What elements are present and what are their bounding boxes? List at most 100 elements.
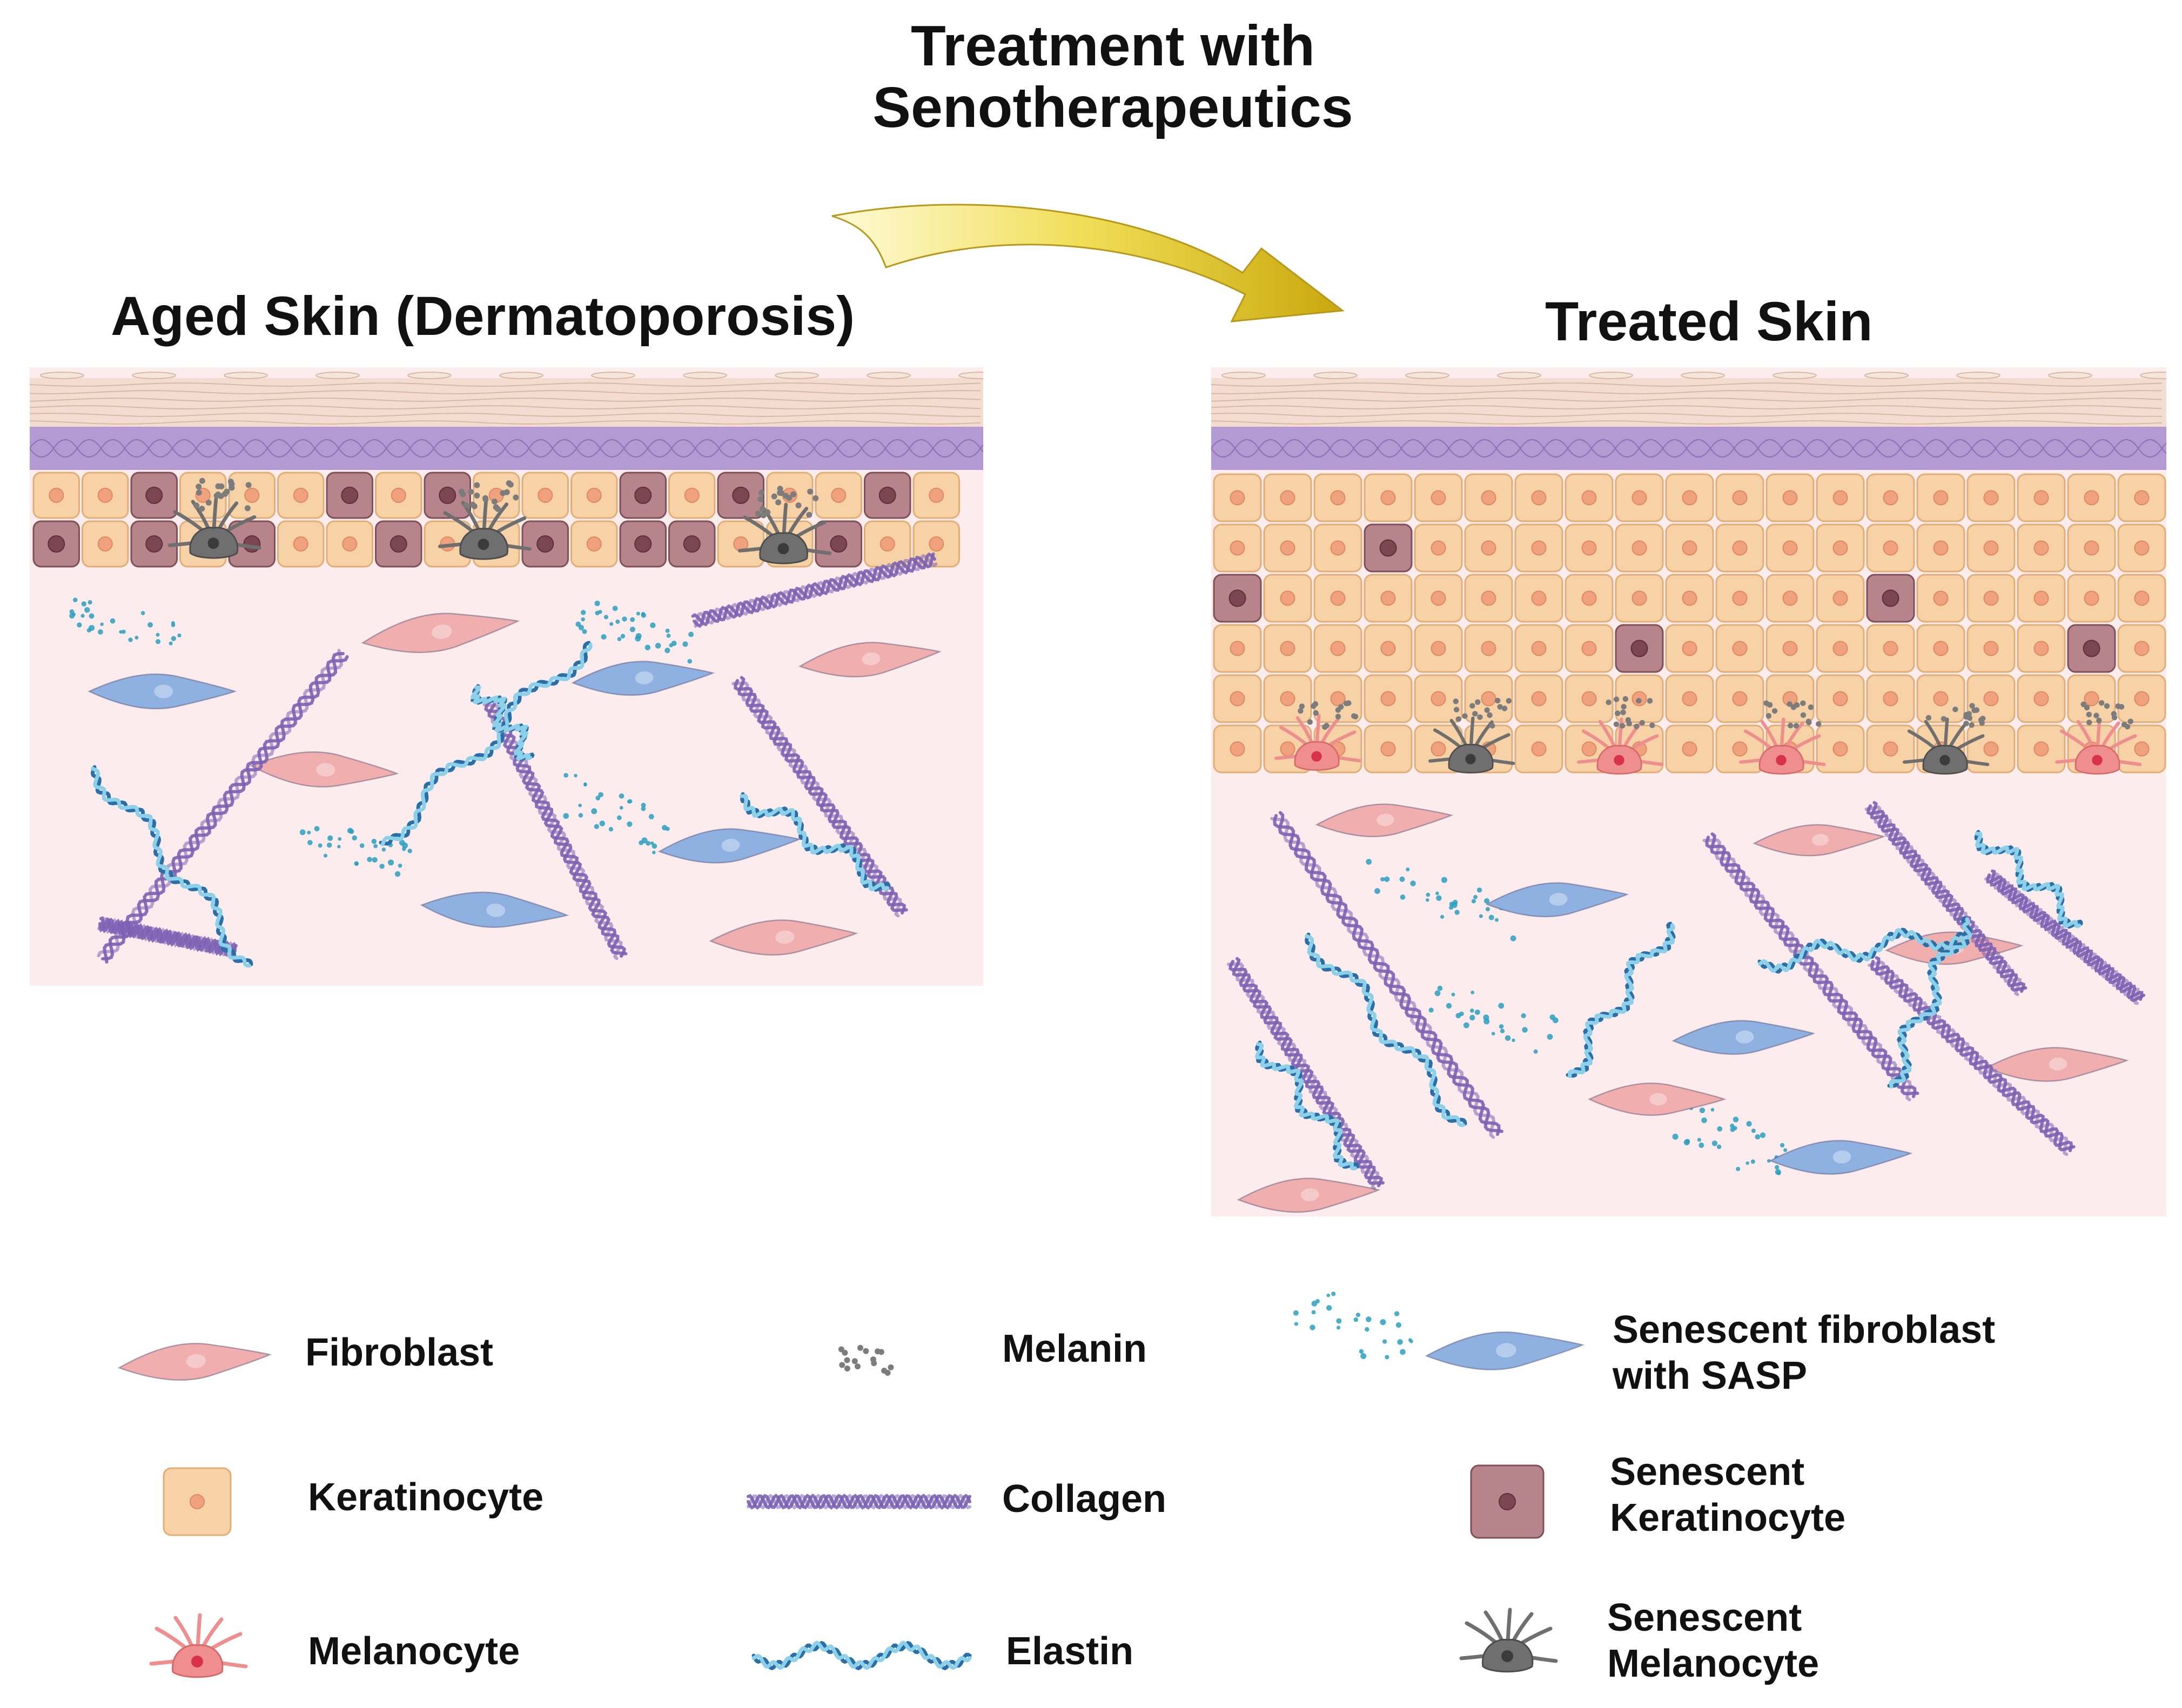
- keratinocyte: [1966, 624, 2016, 673]
- collagen-fiber: [97, 649, 349, 964]
- keratinocyte: [1715, 624, 1764, 673]
- treatment-title: Treatment with Senotherapeutics: [843, 15, 1383, 139]
- elastin-fiber: [471, 684, 535, 761]
- keratinocyte: [1665, 674, 1714, 723]
- senescent-fibroblast: [420, 891, 569, 928]
- legend-elastin-label: Elastin: [1006, 1630, 1134, 1673]
- legend-melanin-label: Melanin: [1002, 1327, 1147, 1370]
- keratinocyte: [1464, 624, 1513, 673]
- keratinocyte: [2117, 473, 2166, 522]
- keratinocyte-legend-icon: [163, 1467, 232, 1536]
- elastin-fiber: [1887, 916, 1972, 1089]
- treatment-title-line1: Treatment with: [910, 14, 1315, 78]
- keratinocyte: [1263, 523, 1312, 573]
- collagen-fiber: [731, 676, 908, 918]
- keratinocyte: [1565, 674, 1614, 723]
- fibroblast: [709, 919, 858, 956]
- sasp-dots: [299, 826, 412, 877]
- senescent-fibroblast-icon: [1425, 1331, 1585, 1370]
- keratinocyte: [815, 472, 862, 519]
- elastin-fiber: [1974, 830, 2083, 929]
- melanocyte-legend-icon: [149, 1613, 248, 1678]
- keratinocyte: [864, 520, 911, 568]
- keratinocyte: [1765, 674, 1815, 723]
- keratinocyte: [1364, 624, 1413, 673]
- keratinocyte-icon: [163, 1467, 232, 1536]
- collagen-fiber: [691, 552, 938, 628]
- senescent-melanocyte: [737, 502, 831, 564]
- keratinocyte: [2067, 574, 2116, 623]
- melanocyte-icon: [149, 1613, 248, 1678]
- treated-skin-panel: [1211, 367, 2166, 1216]
- treatment-arrow: [831, 204, 1345, 322]
- sasp-dots: [1428, 985, 1559, 1054]
- keratinocyte: [1866, 624, 1915, 673]
- keratinocyte: [1816, 473, 1865, 522]
- senescent-keratinocyte: [424, 472, 471, 519]
- senescent-keratinocyte: [815, 520, 862, 568]
- keratinocyte: [2017, 724, 2066, 774]
- keratinocyte: [2117, 674, 2166, 723]
- keratinocyte: [1866, 523, 1915, 573]
- collagen-fiber: [482, 698, 628, 960]
- melanin-granules: [1453, 697, 1512, 729]
- keratinocyte: [1565, 473, 1614, 522]
- keratinocyte: [1916, 523, 1965, 573]
- keratinocyte: [1213, 523, 1262, 573]
- keratinocyte: [1715, 574, 1764, 623]
- elastin-legend-icon: [751, 1640, 972, 1671]
- keratinocyte: [1313, 574, 1362, 623]
- keratinocyte: [1364, 724, 1413, 774]
- senescent-melanocyte: [1428, 716, 1515, 774]
- keratinocyte: [1715, 674, 1764, 723]
- senescent-keratinocyte: [668, 520, 716, 568]
- senescent-keratinocyte: [1615, 624, 1664, 673]
- senescent-keratinocyte-legend-icon: [1470, 1464, 1545, 1539]
- keratinocyte: [1816, 624, 1865, 673]
- collagen-icon: [747, 1494, 971, 1510]
- legend-senescent-fibroblast-label: Senescent fibroblast with SASP: [1613, 1307, 1995, 1399]
- keratinocyte: [570, 520, 618, 568]
- keratinocyte: [1916, 674, 1965, 723]
- keratinocyte: [1364, 473, 1413, 522]
- senescent-fibroblast: [88, 673, 237, 710]
- keratinocyte: [32, 472, 80, 519]
- legend-senescent-melanocyte-label: Senescent Melanocyte: [1607, 1595, 1819, 1687]
- fibroblast: [1753, 824, 1886, 857]
- elastin-icon: [751, 1640, 972, 1671]
- senescent-keratinocyte: [521, 520, 569, 568]
- senescent-keratinocyte: [130, 472, 178, 519]
- keratinocyte: [1615, 473, 1664, 522]
- collagen-legend-icon: [747, 1494, 971, 1510]
- keratinocyte: [1565, 523, 1614, 573]
- melanocyte: [1577, 717, 1664, 775]
- keratinocyte: [1866, 724, 1915, 774]
- fibroblast-legend-icon: [117, 1342, 272, 1381]
- keratinocyte: [2067, 523, 2116, 573]
- melanin-granules: [755, 486, 819, 519]
- keratinocyte: [2017, 473, 2066, 522]
- senescent-keratinocyte: [1866, 574, 1915, 623]
- keratinocyte: [228, 472, 276, 519]
- keratinocyte: [1414, 674, 1463, 723]
- granular-layer: [30, 427, 983, 470]
- keratinocyte: [1715, 724, 1764, 774]
- keratinocyte: [1263, 574, 1312, 623]
- elastin-fiber: [740, 792, 891, 892]
- keratinocyte: [1765, 473, 1815, 522]
- aged-skin-panel: [30, 367, 983, 986]
- keratinocyte: [1866, 473, 1915, 522]
- keratinocyte: [1816, 674, 1865, 723]
- keratinocyte: [82, 472, 129, 519]
- keratinocyte: [1715, 523, 1764, 573]
- fibroblast: [1985, 1047, 2129, 1082]
- legend-senescent-melanocyte-line1: Senescent: [1607, 1596, 1802, 1639]
- keratinocyte: [717, 520, 764, 568]
- legend-senescent-keratinocyte-line2: Keratinocyte: [1610, 1496, 1846, 1539]
- keratinocyte: [2117, 624, 2166, 673]
- keratinocyte: [1514, 674, 1563, 723]
- keratinocyte: [1514, 724, 1563, 774]
- keratinocyte: [1665, 473, 1714, 522]
- keratinocyte: [1414, 523, 1463, 573]
- sasp-dots: [69, 597, 182, 645]
